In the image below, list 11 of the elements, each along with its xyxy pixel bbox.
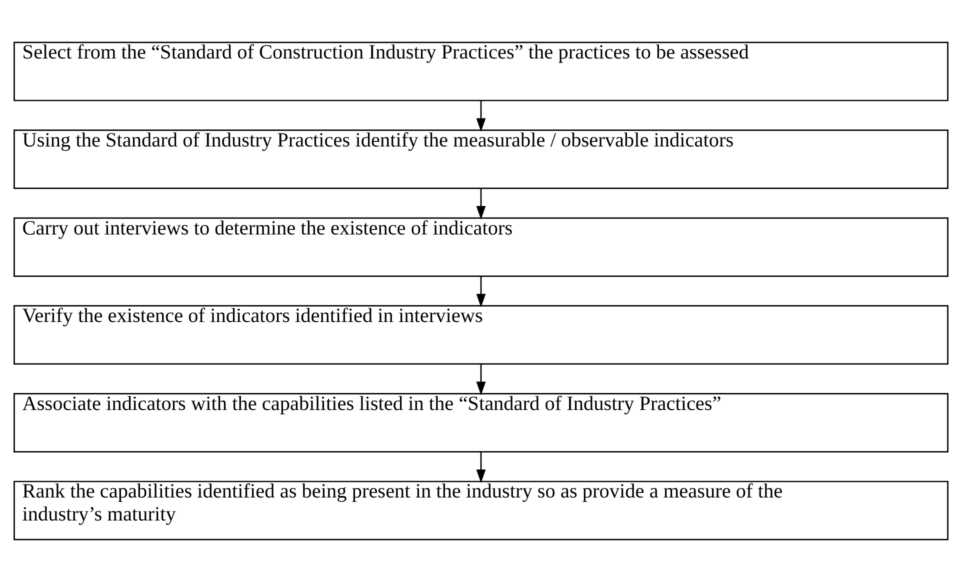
node-box: Associate indicators with the capabilities listed in the “Standard of Industry Practices” bbox=[14, 392, 948, 452]
node-box: Select from the “Standard of Construction Industry Practices” the practices to be assessed bbox=[14, 41, 948, 101]
arrow bbox=[476, 100, 486, 132]
node-box: Rank the capabilities identified as being present in the industry so as provide a measure of the industry’s maturity bbox=[14, 480, 948, 540]
node-box: Carry out interviews to determine the existence of indicators bbox=[14, 216, 948, 276]
arrow bbox=[476, 364, 486, 395]
node-box: Verify the existence of indicators identified in interviews bbox=[14, 304, 948, 364]
arrow bbox=[476, 188, 486, 220]
arrow bbox=[476, 276, 486, 307]
node-box: Using the Standard of Industry Practices identify the measurable / observable indicators bbox=[14, 129, 948, 188]
arrow bbox=[476, 451, 486, 483]
